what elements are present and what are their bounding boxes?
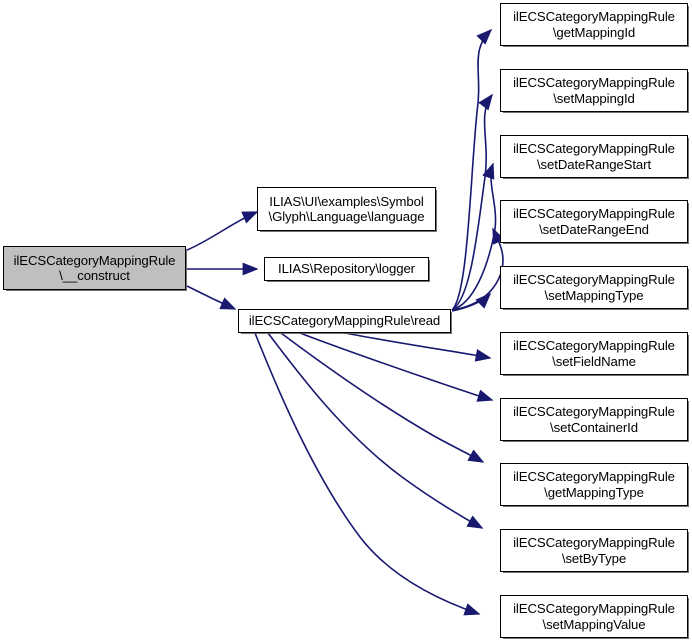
- node-getMappingId[interactable]: ilECSCategoryMappingRule\getMappingId: [500, 3, 688, 46]
- node-setByType[interactable]: ilECSCategoryMappingRule\setByType: [500, 529, 688, 572]
- node-label-line: ilECSCategoryMappingRule: [513, 338, 675, 353]
- edge-construct-to-language: [186, 211, 259, 251]
- edge-construct-to-read: [186, 285, 237, 310]
- node-label-line: \setDateRangeEnd: [539, 221, 649, 237]
- node-label-line: ilECSCategoryMappingRule: [513, 601, 675, 616]
- node-label-line: ilECSCategoryMappingRule: [513, 9, 675, 24]
- node-label-line: ilECSCategoryMappingRule\read: [248, 313, 441, 329]
- node-label-line: ilECSCategoryMappingRule: [13, 252, 176, 268]
- node-language[interactable]: ILIAS\UI\examples\Symbol\Glyph\Language\…: [257, 187, 436, 231]
- node-label-line: ilECSCategoryMappingRule: [513, 404, 675, 419]
- node-setDateRangeEnd[interactable]: ilECSCategoryMappingRule\setDateRangeEnd: [500, 200, 688, 243]
- edge-read-to-getMappingId: [451, 28, 493, 311]
- edge-read-to-setMappingId: [451, 93, 493, 311]
- node-label-line: \setByType: [561, 550, 627, 566]
- node-setMappingValue[interactable]: ilECSCategoryMappingRule\setMappingValue: [500, 595, 688, 638]
- node-construct[interactable]: ilECSCategoryMappingRule\__construct: [3, 246, 186, 290]
- node-setContainerId[interactable]: ilECSCategoryMappingRule\setContainerId: [500, 398, 688, 441]
- node-label-line: ilECSCategoryMappingRule: [513, 272, 675, 287]
- node-setDateRangeStart[interactable]: ilECSCategoryMappingRule\setDateRangeSta…: [500, 135, 688, 178]
- node-label-line: ilECSCategoryMappingRule: [513, 75, 675, 90]
- node-label-line: ILIAS\UI\examples\Symbol: [269, 193, 424, 209]
- node-label-line: \getMappingId: [552, 24, 636, 40]
- node-label-line: \setContainerId: [550, 419, 638, 435]
- node-read[interactable]: ilECSCategoryMappingRule\read: [238, 309, 451, 333]
- node-label-line: ilECSCategoryMappingRule: [513, 469, 675, 484]
- edge-read-to-getMappingType: [280, 332, 485, 463]
- node-setFieldName[interactable]: ilECSCategoryMappingRule\setFieldName: [500, 332, 688, 375]
- node-label-line: \Glyph\Language\language: [268, 209, 425, 224]
- node-label-line: \setDateRangeStart: [536, 156, 652, 172]
- node-label-line: \__construct: [59, 268, 130, 283]
- edge-read-to-setMappingType: [451, 292, 492, 312]
- edge-read-to-setDateRangeEnd: [451, 227, 505, 311]
- node-label-line: ilECSCategoryMappingRule: [513, 141, 675, 156]
- edge-read-to-setByType: [267, 332, 484, 529]
- node-getMappingType[interactable]: ilECSCategoryMappingRule\getMappingType: [500, 463, 688, 506]
- node-label-line: \setMappingId: [553, 90, 635, 106]
- node-label-line: \getMappingType: [544, 484, 644, 500]
- node-label-line: \setFieldName: [552, 353, 636, 369]
- edge-read-to-setFieldName: [344, 332, 492, 362]
- node-label-line: ilECSCategoryMappingRule: [513, 206, 675, 221]
- node-label-line: ILIAS\Repository\logger: [278, 261, 415, 277]
- node-logger[interactable]: ILIAS\Repository\logger: [264, 257, 429, 281]
- node-setMappingType[interactable]: ilECSCategoryMappingRule\setMappingType: [500, 266, 688, 309]
- node-setMappingId[interactable]: ilECSCategoryMappingRule\setMappingId: [500, 69, 688, 112]
- edge-read-to-setContainerId: [299, 332, 494, 402]
- edge-read-to-setDateRangeStart: [451, 162, 497, 311]
- node-label-line: \setMappingValue: [542, 616, 646, 632]
- node-label-line: ilECSCategoryMappingRule: [513, 535, 675, 550]
- node-label-line: \setMappingType: [544, 287, 644, 303]
- edge-read-to-setMappingValue: [254, 332, 481, 616]
